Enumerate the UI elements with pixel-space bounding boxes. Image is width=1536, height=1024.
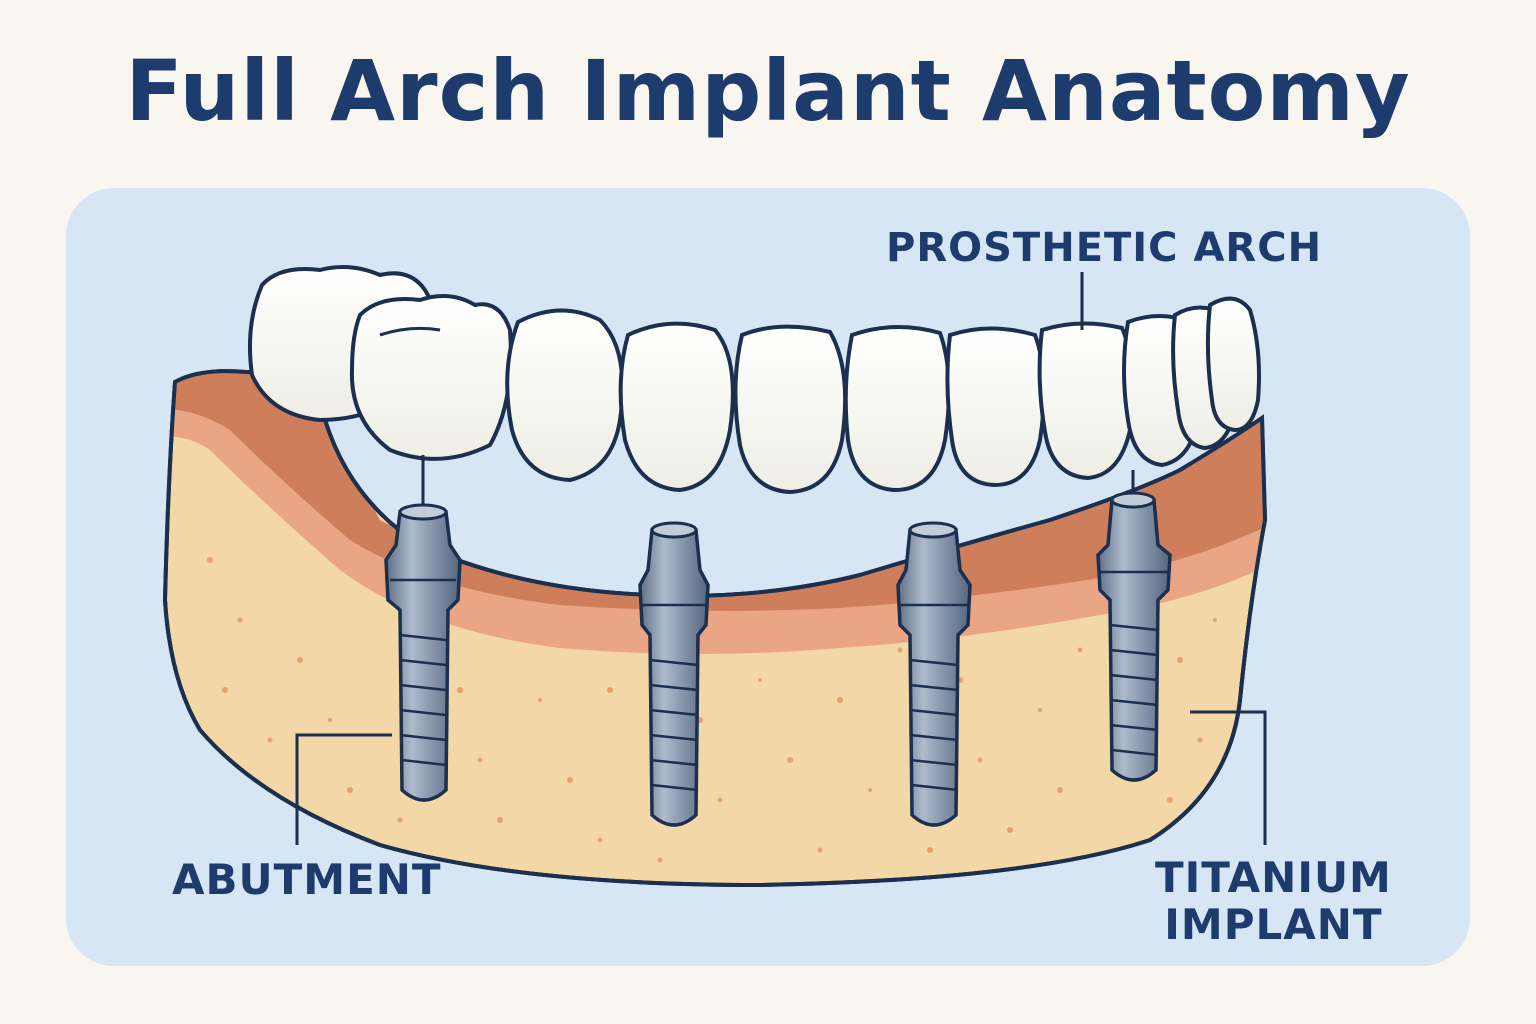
- page-title: Full Arch Implant Anatomy: [125, 42, 1411, 140]
- label-prosthetic-arch: PROSTHETIC ARCH: [886, 225, 1323, 271]
- implant-2: [638, 521, 710, 827]
- abutment-leader: [295, 733, 392, 845]
- label-titanium-line1: TITANIUM: [1155, 853, 1392, 902]
- label-titanium-implant: TITANIUM IMPLANT: [1155, 854, 1392, 948]
- titanium-implant-leader: [1190, 710, 1267, 845]
- prosthetic-arch: [247, 264, 1261, 495]
- implant-1: [384, 503, 462, 802]
- label-abutment: ABUTMENT: [172, 855, 442, 904]
- implant-3: [896, 521, 972, 827]
- implant-4: [1096, 491, 1172, 782]
- label-titanium-line2: IMPLANT: [1164, 900, 1383, 950]
